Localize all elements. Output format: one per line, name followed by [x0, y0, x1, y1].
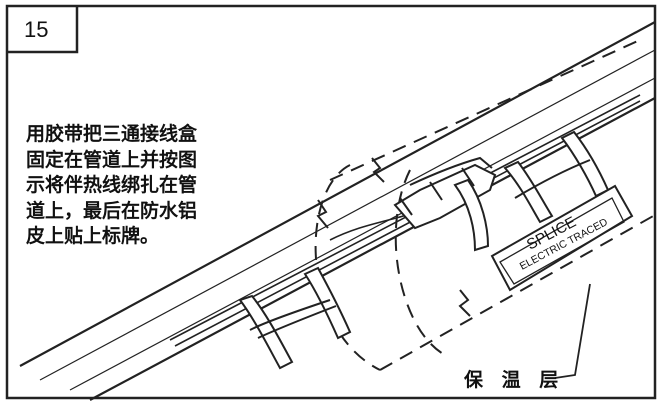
splice-tag: SPLICE ELECTRIC TRACED	[490, 184, 634, 292]
strap-right	[503, 130, 610, 224]
instruction-line: 示将伴热线绑扎在管	[26, 174, 198, 196]
step-number: 15	[24, 17, 48, 42]
strap-left	[238, 266, 352, 370]
instruction-text: 用胶带把三通接线盒 固定在管道上并按图 示将伴热线绑扎在管 道上，最后在防水铝 …	[26, 122, 266, 250]
label-leader	[554, 283, 591, 379]
splice-box	[393, 156, 497, 252]
insulation-outline	[314, 39, 656, 371]
instruction-line: 皮上贴上标牌。	[26, 225, 160, 247]
instruction-line: 道上，最后在防水铝	[26, 199, 198, 222]
heat-symbol	[316, 157, 471, 317]
pipe	[19, 21, 656, 401]
instruction-line: 固定在管道上并按图	[26, 148, 198, 171]
instruction-line: 用胶带把三通接线盒	[26, 123, 198, 145]
outer-frame	[5, 4, 657, 400]
step-number-box: 15	[7, 6, 79, 54]
insulation-label: 保 温 层	[463, 368, 564, 391]
